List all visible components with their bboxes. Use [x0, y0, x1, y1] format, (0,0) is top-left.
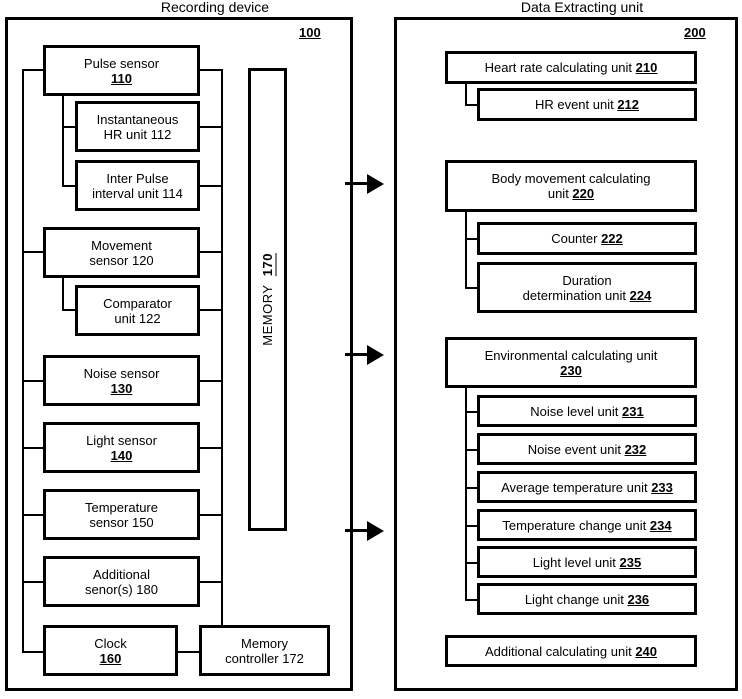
env-child-stub-235	[465, 562, 478, 564]
left-sensor-bus	[22, 69, 24, 652]
collector-stub-comparator	[198, 309, 223, 311]
arrow-head-2	[367, 345, 384, 365]
left-panel-ref-number: 100	[299, 25, 321, 40]
left-collector-bus	[221, 69, 223, 625]
block-average-temperature-unit[interactable]: Average temperature unit 233	[477, 471, 697, 503]
body-movement-children-spine	[465, 212, 467, 289]
arrow-shaft-3	[345, 529, 380, 532]
body-movement-child-stub-222	[465, 238, 478, 240]
hr-children-spine	[465, 84, 467, 106]
env-child-stub-232	[465, 449, 478, 451]
bus-stub-pulse	[22, 69, 45, 71]
bus-stub-additional	[22, 581, 45, 583]
body-movement-child-stub-224	[465, 287, 478, 289]
hr-child-stub-212	[465, 104, 478, 106]
pulse-children-spine	[62, 96, 64, 186]
movement-children-spine	[62, 278, 64, 310]
collector-stub-light	[198, 447, 223, 449]
memory-box: MEMORY 170	[248, 68, 287, 531]
clock-to-memctrl-link	[178, 651, 206, 653]
bus-stub-temperature	[22, 514, 45, 516]
env-child-stub-231	[465, 411, 478, 413]
env-child-stub-233	[465, 487, 478, 489]
bus-stub-clock	[22, 651, 45, 653]
collector-stub-pulse	[198, 69, 223, 71]
collector-stub-ipi	[198, 185, 223, 187]
environmental-children-spine	[465, 388, 467, 601]
right-panel-ref-number: 200	[684, 25, 706, 40]
block-light-level-unit[interactable]: Light level unit 235	[477, 546, 697, 578]
left-panel-title: Recording device	[160, 0, 270, 15]
bus-stub-movement	[22, 251, 45, 253]
collector-stub-hr	[198, 126, 223, 128]
bus-stub-noise	[22, 380, 45, 382]
block-light-change-unit[interactable]: Light change unit 236	[477, 583, 697, 615]
block-noise-event-unit[interactable]: Noise event unit 232	[477, 433, 697, 465]
collector-stub-noise	[198, 380, 223, 382]
arrow-head-3	[367, 521, 384, 541]
collector-stub-movement	[198, 251, 223, 253]
memory-box-label: MEMORY 170	[260, 253, 275, 346]
collector-stub-temperature	[198, 514, 223, 516]
block-hr-event-unit[interactable]: HR event unit 212	[477, 88, 697, 121]
collector-stub-additional	[198, 581, 223, 583]
env-child-stub-234	[465, 525, 478, 527]
block-heart-rate-calculating-unit[interactable]: Heart rate calculating unit 210	[445, 51, 697, 84]
arrow-shaft-1	[345, 182, 380, 185]
right-panel-title: Data Extracting unit	[520, 0, 644, 15]
block-temperature-change-unit[interactable]: Temperature change unit 234	[477, 509, 697, 541]
block-additional-calculating-unit[interactable]: Additional calculating unit 240	[445, 635, 697, 667]
block-noise-level-unit[interactable]: Noise level unit 231	[477, 395, 697, 427]
env-child-stub-236	[465, 599, 478, 601]
pulse-child-stub-114	[62, 185, 76, 187]
block-counter[interactable]: Counter 222	[477, 222, 697, 255]
pulse-child-stub-112	[62, 126, 76, 128]
bus-stub-light	[22, 447, 45, 449]
arrow-shaft-2	[345, 353, 380, 356]
arrow-head-1	[367, 174, 384, 194]
movement-child-stub-122	[62, 309, 76, 311]
